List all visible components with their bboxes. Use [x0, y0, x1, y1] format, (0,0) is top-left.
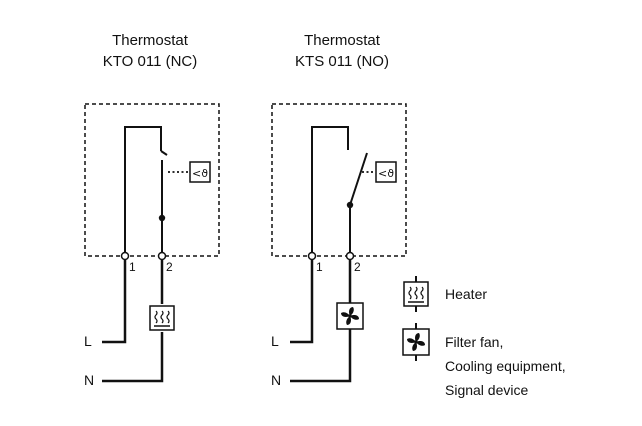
thermostat-nc-title-line1: Thermostat	[112, 32, 188, 49]
terminal-1-no	[307, 251, 317, 261]
terminal-2-nc	[157, 251, 167, 261]
heater-icon	[403, 281, 429, 307]
terminal-1-label-no: 1	[316, 260, 323, 274]
svg-text:<ϑ: <ϑ	[192, 167, 208, 180]
temperature-sensor-icon: <ϑ	[375, 161, 397, 183]
terminal-2-label-nc: 2	[166, 260, 173, 274]
terminal-2-no	[345, 251, 355, 261]
svg-text:<ϑ: <ϑ	[378, 167, 394, 180]
thermostat-nc-title: Thermostat KTO 011 (NC)	[70, 30, 230, 72]
terminal-1-label-nc: 1	[129, 260, 136, 274]
thermostat-nc-diagram: <ϑ	[84, 103, 220, 383]
fan-icon	[336, 302, 364, 330]
line-n-label-nc: N	[84, 372, 95, 388]
legend-filter-fan-line3: Signal device	[445, 382, 529, 398]
line-l-label-no: L	[271, 333, 279, 349]
legend-symbols	[402, 276, 430, 361]
temperature-sensor-icon: <ϑ	[189, 161, 211, 183]
thermostat-nc-title-line2: KTO 011 (NC)	[102, 53, 198, 70]
legend-heater-label: Heater	[445, 286, 488, 302]
fan-icon	[402, 328, 430, 356]
thermostat-no-diagram: <ϑ	[271, 103, 407, 383]
legend-filter-fan-line1: Filter fan,	[445, 334, 504, 350]
terminal-2-label-no: 2	[354, 260, 361, 274]
line-l-label-nc: L	[84, 333, 92, 349]
thermostat-no-title-line1: Thermostat	[304, 32, 380, 49]
thermostat-no-title-line2: KTS 011 (NO)	[295, 53, 389, 70]
legend-filter-fan-line2: Cooling equipment,	[445, 358, 566, 374]
thermostat-no-title: Thermostat KTS 011 (NO)	[262, 30, 422, 72]
legend-filter-fan-label: Filter fan, Cooling equipment, Signal de…	[445, 330, 566, 402]
heater-icon	[149, 305, 175, 331]
terminal-1-nc	[120, 251, 130, 261]
line-n-label-no: N	[271, 372, 282, 388]
